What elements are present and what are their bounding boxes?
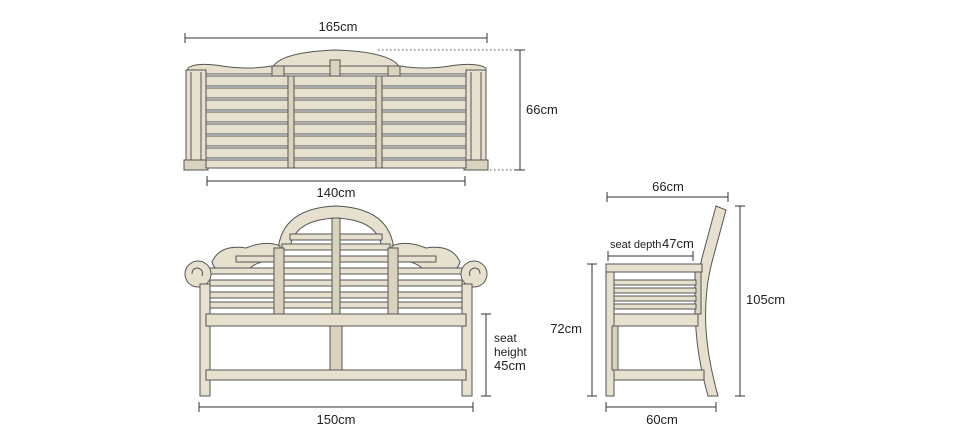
back-upright bbox=[273, 247, 285, 315]
seat-slat bbox=[205, 111, 467, 123]
center-splat bbox=[331, 217, 341, 315]
seat-height-label-line1: seat bbox=[494, 331, 517, 345]
base-depth-label: 60cm bbox=[646, 412, 678, 427]
side-arm bbox=[605, 263, 703, 273]
arm-height-label: 72cm bbox=[550, 321, 582, 336]
side-rail bbox=[613, 303, 697, 310]
seat-height-value: 45cm bbox=[494, 358, 526, 373]
front-view: 150cm seat height 45cm bbox=[184, 205, 527, 427]
seat-front-rail bbox=[205, 313, 467, 327]
top-view: 165cm bbox=[183, 19, 558, 200]
right-arm bbox=[465, 69, 487, 171]
side-rails bbox=[613, 279, 697, 310]
right-arm-foot bbox=[463, 159, 489, 171]
seat-slat bbox=[205, 75, 467, 87]
left-arm-scroll bbox=[184, 260, 212, 288]
top-width-label: 165cm bbox=[318, 19, 357, 34]
top-depth-label: 66cm bbox=[526, 102, 558, 117]
seat-slat bbox=[205, 123, 467, 135]
left-leg bbox=[199, 283, 211, 397]
right-leg bbox=[461, 283, 473, 397]
center-leg bbox=[329, 325, 343, 371]
side-rail bbox=[613, 279, 697, 286]
arm-support bbox=[611, 325, 619, 371]
seat-slat bbox=[205, 87, 467, 99]
inner-width-label: 140cm bbox=[316, 185, 355, 200]
side-view: 66cm seat depth 47cm 72cm bbox=[550, 179, 785, 427]
back-upright bbox=[387, 247, 399, 315]
lower-stretcher bbox=[205, 369, 467, 381]
side-rail bbox=[613, 295, 697, 302]
seat-slat bbox=[205, 135, 467, 147]
seat-slat bbox=[205, 147, 467, 159]
seat-support bbox=[287, 75, 295, 169]
side-seat-rail bbox=[613, 313, 699, 327]
scroll-curl bbox=[469, 267, 481, 277]
seat-support bbox=[375, 75, 383, 169]
seat-slat bbox=[205, 99, 467, 111]
seat-height-label-line2: height bbox=[494, 345, 527, 359]
seat-slats bbox=[205, 75, 467, 169]
backrest-crown bbox=[271, 49, 401, 69]
side-stretcher bbox=[613, 369, 705, 381]
side-rail bbox=[613, 287, 697, 294]
total-height-label: 105cm bbox=[746, 292, 785, 307]
right-arm-scroll bbox=[460, 260, 488, 288]
seat-depth-value: 47cm bbox=[662, 236, 694, 251]
seat-depth-prefix: seat depth bbox=[610, 239, 661, 251]
seat-slat bbox=[205, 159, 467, 169]
side-top-depth-label: 66cm bbox=[652, 179, 684, 194]
front-width-label: 150cm bbox=[316, 412, 355, 427]
left-arm bbox=[185, 69, 207, 171]
scroll-curl bbox=[191, 267, 203, 277]
left-arm-foot bbox=[183, 159, 209, 171]
